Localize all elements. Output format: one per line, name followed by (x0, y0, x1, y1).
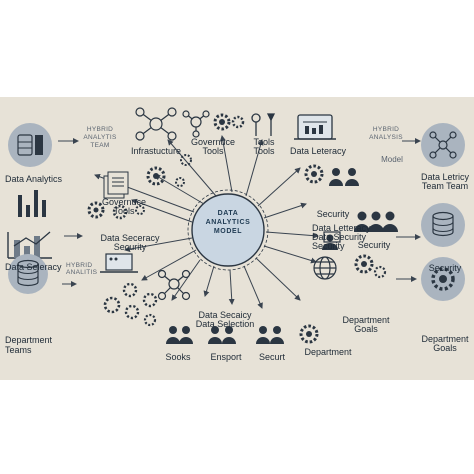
gear-icon-top (213, 113, 245, 131)
label-hybrid-analysis-3: Model (381, 155, 403, 164)
label-department-teams-2: Teams (5, 345, 32, 355)
label-hybrid-analysis-1: HYBRID (372, 126, 400, 133)
gears-row-bottom-left (103, 282, 158, 327)
hub-node (187, 189, 269, 271)
connector-to-governance-left (131, 198, 193, 223)
label-data-secaicy-1: Data Secaicy (198, 310, 252, 320)
connector-to-gears (154, 174, 205, 205)
label-security-1: Security (316, 209, 350, 219)
gear-icon-bottom (299, 324, 319, 344)
connector-to-department (255, 257, 301, 301)
label-governance-tools-1: Governuce (190, 137, 236, 147)
label-department: Department (304, 347, 352, 357)
label-department-teams-1: Department (5, 335, 53, 345)
database-icon-right-mid (421, 203, 465, 247)
label-hybrid-analitis: HYBRID ANALITIS (66, 262, 98, 276)
people-icon-mid-right-2 (354, 211, 398, 232)
connector-to-data-secaicy (203, 265, 215, 297)
presenter-icon-mid-right (322, 231, 341, 250)
people-icon-bottom-2 (208, 326, 236, 344)
label-data-letricy-team-1: Data Letricy (420, 172, 470, 182)
monitor-icon-top (294, 114, 336, 140)
label-data-seleracy: Data Seleracy (5, 262, 62, 272)
connector-to-infrastucture (167, 139, 217, 197)
laptop-icon-bottom (100, 253, 138, 273)
label-governuce-tools-1: Governuce (101, 197, 147, 207)
people-icon-bottom-3 (256, 326, 284, 344)
label-hybrid-team-1: HYBRID (86, 126, 114, 133)
chart-icon-left-mid (7, 231, 52, 259)
label-hybrid-team-2: ANALYTIS (83, 134, 117, 141)
side-arrows (58, 138, 421, 287)
label-tools-tools-2: Tools (253, 146, 275, 156)
label-ensport: Ensport (210, 352, 242, 362)
connector-to-securt (243, 265, 263, 309)
label-hybrid-analysis-2: ANALYSIS (369, 134, 403, 141)
gears-icon-mid-left-2 (87, 201, 145, 220)
label-department-goals-2: Goals (433, 343, 457, 353)
label-hybrid-team-3: TEAM (90, 142, 110, 149)
label-infrastucture: Infrastucture (130, 146, 182, 156)
connector-to-ensport (228, 269, 235, 305)
gear-icon-right-bottom (421, 257, 465, 301)
label-data-seceracy-1: Data Seceracy (100, 233, 160, 243)
bar-chart-icon-left (18, 190, 46, 217)
people-icon-mid-right-1 (329, 168, 359, 186)
connector-to-data-letteracy (263, 245, 317, 264)
label-security-right: Security (428, 263, 462, 273)
label-governance-tools-2: Tools (202, 146, 224, 156)
network-icon-right-top (421, 123, 465, 167)
database-icon-left-bottom (8, 254, 48, 294)
label-department-goals-mid-1: Department (342, 315, 390, 325)
globe-icon-right (313, 256, 337, 280)
network-icon-top (135, 107, 177, 141)
label-data-analytics: Data Analytics (5, 174, 63, 184)
label-data-letteracy-1: Data Letteracy (312, 223, 371, 233)
label-tools-tools-1: Tools (253, 137, 275, 147)
tools-icon-top (251, 113, 276, 136)
label-data-secaicy-2: Data Selection (195, 319, 255, 329)
database-icon-left-top (8, 123, 52, 167)
people-icon-bottom-1 (166, 326, 193, 344)
label-department-goals-1: Department (421, 334, 469, 344)
connector-to-bottom-network (171, 259, 201, 301)
connector-to-bottom-left (141, 249, 197, 281)
hub-title-line2: ANALYTICS (205, 219, 251, 226)
label-data-letteracy-3: Security (312, 241, 345, 251)
network-icon-bottom (157, 269, 191, 301)
network-icon-top-2 (182, 110, 210, 138)
connector-to-governance-top (219, 135, 233, 193)
label-data-leteracy: Data Leteracy (289, 146, 347, 156)
gear-icon-mid-right (304, 164, 324, 184)
connector-to-tools-tools (245, 139, 264, 197)
hub-title-line1: DATA (217, 210, 239, 217)
gears-icon-mid-left (146, 154, 192, 187)
hub-connectors (94, 135, 319, 309)
connector-to-data-seceracy (124, 237, 193, 253)
label-department-goals-mid-2: Goals (354, 324, 378, 334)
gears-icon-right (354, 254, 387, 279)
connector-to-security-2 (265, 231, 319, 239)
label-securt: Securt (258, 352, 286, 362)
label-governuce-tools-2: Tools (113, 206, 135, 216)
document-stack-icon (103, 171, 129, 199)
label-data-letteracy-2: Data Security (312, 232, 367, 242)
label-data-seceracy-2: Security (113, 242, 147, 252)
hub-title-line3: MODEL (213, 228, 243, 235)
connector-to-security-1 (263, 202, 307, 219)
label-security-2: Security (357, 240, 391, 250)
label-data-letricy-team-2: Team Team (421, 181, 469, 191)
label-books: Sooks (165, 352, 191, 362)
connector-to-data-leteracy (257, 167, 301, 207)
